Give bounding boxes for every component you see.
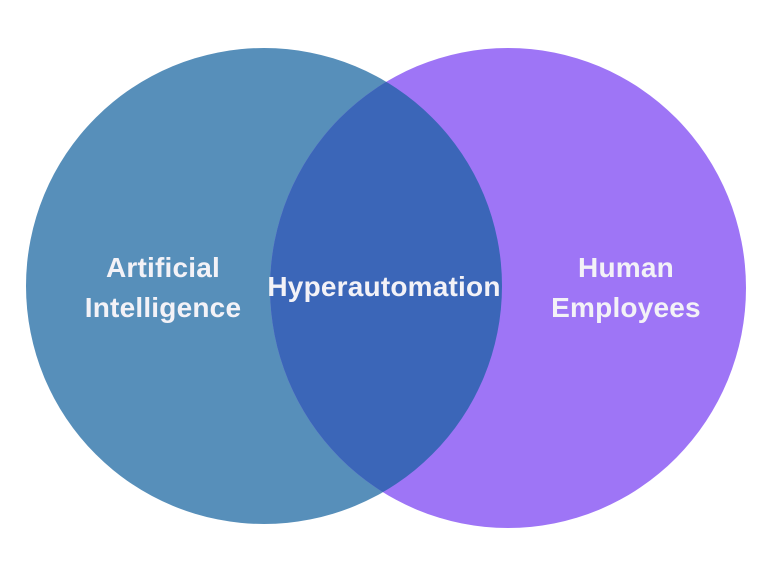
left-label-line1: Artificial [105,252,221,283]
right-circle-label: Human Employees [551,248,701,328]
left-circle-label: Artificial Intelligence [85,248,241,328]
right-label-line1: Human [578,252,674,283]
left-label-line2: Intelligence [84,292,242,323]
overlap-region [270,48,502,524]
right-label-line2: Employees [551,292,701,323]
overlap-label: Hyperautomation [267,271,501,302]
